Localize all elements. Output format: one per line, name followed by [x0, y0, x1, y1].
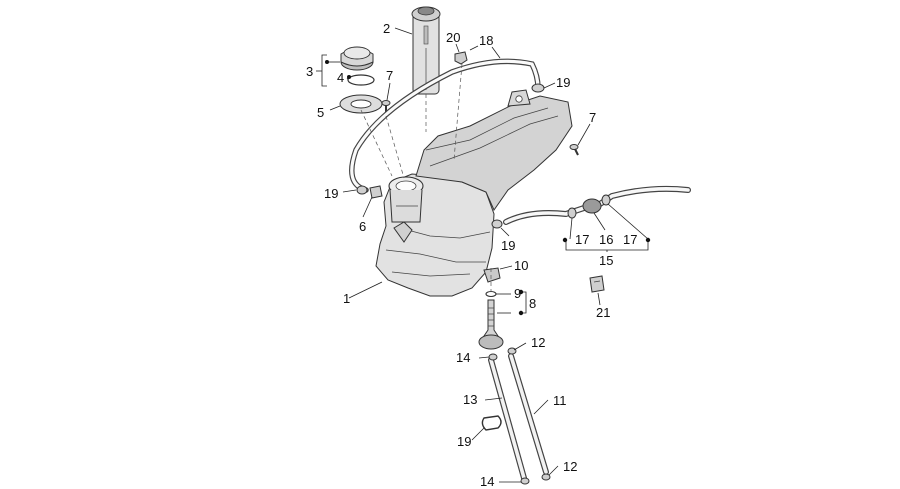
- clamp-12-bottom: [541, 473, 551, 481]
- fuel-tank: [375, 89, 573, 297]
- callout-18: 18: [479, 33, 493, 48]
- callout-5: 5: [317, 105, 324, 120]
- callout-7-right: 7: [589, 110, 596, 125]
- vent-valve: [582, 198, 602, 214]
- hose-clamp-19-mid: [491, 219, 503, 229]
- hose-clamp-17-right: [601, 194, 611, 206]
- callout-11: 11: [553, 393, 567, 408]
- o-ring-9: [485, 290, 497, 298]
- assembly-guide-lines: [360, 63, 492, 292]
- callout-20: 20: [446, 30, 460, 45]
- callout-12-top: 12: [531, 335, 545, 350]
- fuel-level-sender: [411, 6, 441, 95]
- callout-19-bottom: 19: [457, 434, 471, 449]
- hose-clamp-19-top: [531, 83, 545, 93]
- callout-10: 10: [514, 258, 528, 273]
- callout-14-bottom: 14: [480, 474, 494, 489]
- callout-16: 16: [599, 232, 613, 247]
- callout-17-left: 17: [575, 232, 589, 247]
- callout-2: 2: [383, 21, 390, 36]
- hose-connector-10: [483, 267, 501, 283]
- callout-dots: [325, 60, 651, 316]
- clamp-14-top: [488, 353, 498, 361]
- callout-13: 13: [463, 392, 477, 407]
- hose-clamp-17-left: [567, 207, 577, 219]
- callout-15: 15: [599, 253, 613, 268]
- callout-14-top: 14: [456, 350, 470, 365]
- gasket-ring: [347, 74, 375, 86]
- callout-6: 6: [359, 219, 366, 234]
- hose-clamp-19-left: [356, 185, 368, 195]
- callout-1: 1: [343, 291, 350, 306]
- flange-plate: [339, 94, 383, 114]
- callout-19-mid: 19: [501, 238, 515, 253]
- part-21-plug: [589, 275, 605, 293]
- callout-9: 9: [514, 286, 521, 301]
- callout-7-upper: 7: [386, 68, 393, 83]
- callout-12-bottom: 12: [563, 459, 577, 474]
- bracket-6: [369, 185, 383, 199]
- screw-right: [569, 144, 579, 156]
- callout-19-left: 19: [324, 186, 338, 201]
- callout-3: 3: [306, 64, 313, 79]
- clamp-12-top: [507, 347, 517, 355]
- callout-8: 8: [529, 296, 536, 311]
- clip-20: [454, 51, 468, 65]
- callout-4: 4: [337, 70, 344, 85]
- clamp-14-bottom: [520, 477, 530, 485]
- fuel-cap: [340, 46, 374, 71]
- callout-21: 21: [596, 305, 610, 320]
- spring-clip-19: [481, 415, 502, 431]
- callout-19-top: 19: [556, 75, 570, 90]
- callout-17-right: 17: [623, 232, 637, 247]
- fuel-tap-8: [478, 299, 504, 350]
